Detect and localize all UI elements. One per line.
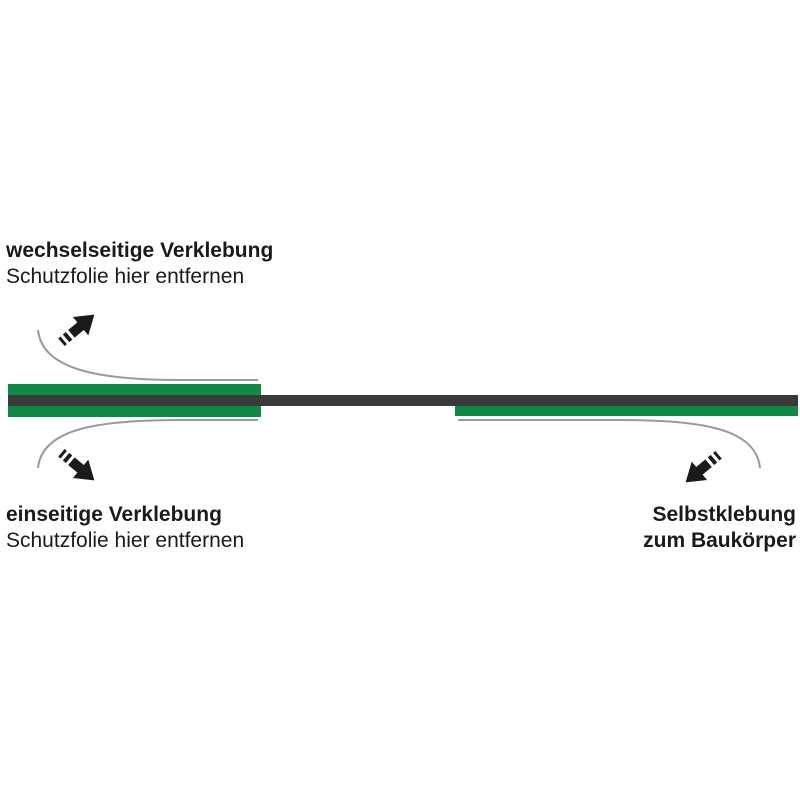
label-one-sided-adhesion: einseitige Verklebung Schutzfolie hier e… [6,502,244,554]
label-alternating-adhesion-title: wechselseitige Verklebung [6,239,274,262]
protective-film-top-left [37,329,258,381]
label-alternating-adhesion-subtitle: Schutzfolie hier entfernen [6,265,245,288]
label-alternating-adhesion: wechselseitige Verklebung Schutzfolie hi… [6,238,273,290]
label-one-sided-adhesion-title: einseitige Verklebung [6,503,222,526]
arrow-up-right-icon [58,314,95,347]
arrow-down-right-icon [58,448,95,481]
tape-core [8,395,798,406]
label-self-adhesion: Selbstklebung zum Baukörper [643,502,796,554]
label-one-sided-adhesion-subtitle: Schutzfolie hier entfernen [6,529,245,552]
adhesive-layer-bottom-left [8,405,261,417]
adhesive-layer-top-left [8,384,261,396]
adhesive-layer-bottom-right [455,405,798,416]
arrow-down-left-icon [685,450,722,483]
label-self-adhesion-line1: Selbstklebung [652,503,796,526]
protective-film-bottom-left [37,419,258,469]
label-self-adhesion-line2: zum Baukörper [643,529,796,552]
protective-film-bottom-right [458,419,761,469]
